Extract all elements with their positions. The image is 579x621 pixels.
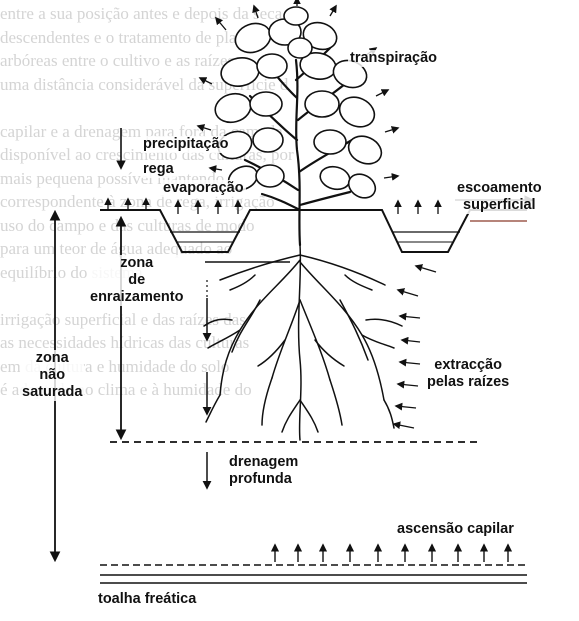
label-unsaturated-zone-line2: não — [22, 367, 82, 384]
label-root-zone: zona de enraizamento — [88, 255, 185, 306]
label-water-table: toalha freática — [96, 591, 198, 608]
label-transpiration: transpiração — [348, 50, 439, 67]
label-capillary-rise: ascensão capilar — [395, 521, 516, 538]
label-root-extraction: extracção pelas raízes — [425, 357, 511, 391]
label-unsaturated-zone: zona não saturada — [20, 350, 84, 401]
label-deep-drainage-line1: drenagem — [229, 454, 298, 471]
root-extraction-arrows — [394, 266, 436, 428]
label-surface-runoff: escoamento superficial — [455, 180, 544, 214]
label-irrigation: rega — [141, 161, 176, 178]
label-root-extraction-line1: extracção — [427, 357, 509, 374]
label-root-zone-line2: de — [90, 272, 183, 289]
label-evaporation: evaporação — [161, 180, 246, 197]
label-surface-runoff-line1: escoamento — [457, 180, 542, 197]
label-deep-drainage-line2: profunda — [229, 471, 298, 488]
label-root-extraction-line2: pelas raízes — [427, 374, 509, 391]
label-precipitation: precipitação — [141, 136, 230, 153]
label-deep-drainage: drenagem profunda — [227, 454, 300, 488]
water-table — [100, 565, 527, 583]
label-unsaturated-zone-line1: zona — [22, 350, 82, 367]
label-surface-runoff-line2: superficial — [457, 197, 542, 214]
plant-roots — [204, 245, 402, 440]
label-unsaturated-zone-line3: saturada — [22, 384, 82, 401]
evaporation-arrows — [108, 199, 438, 214]
capillary-rise-arrows — [275, 545, 508, 562]
label-root-zone-line1: zona — [90, 255, 183, 272]
ground-profile — [100, 210, 527, 252]
label-root-zone-line3: enraizamento — [90, 289, 183, 306]
